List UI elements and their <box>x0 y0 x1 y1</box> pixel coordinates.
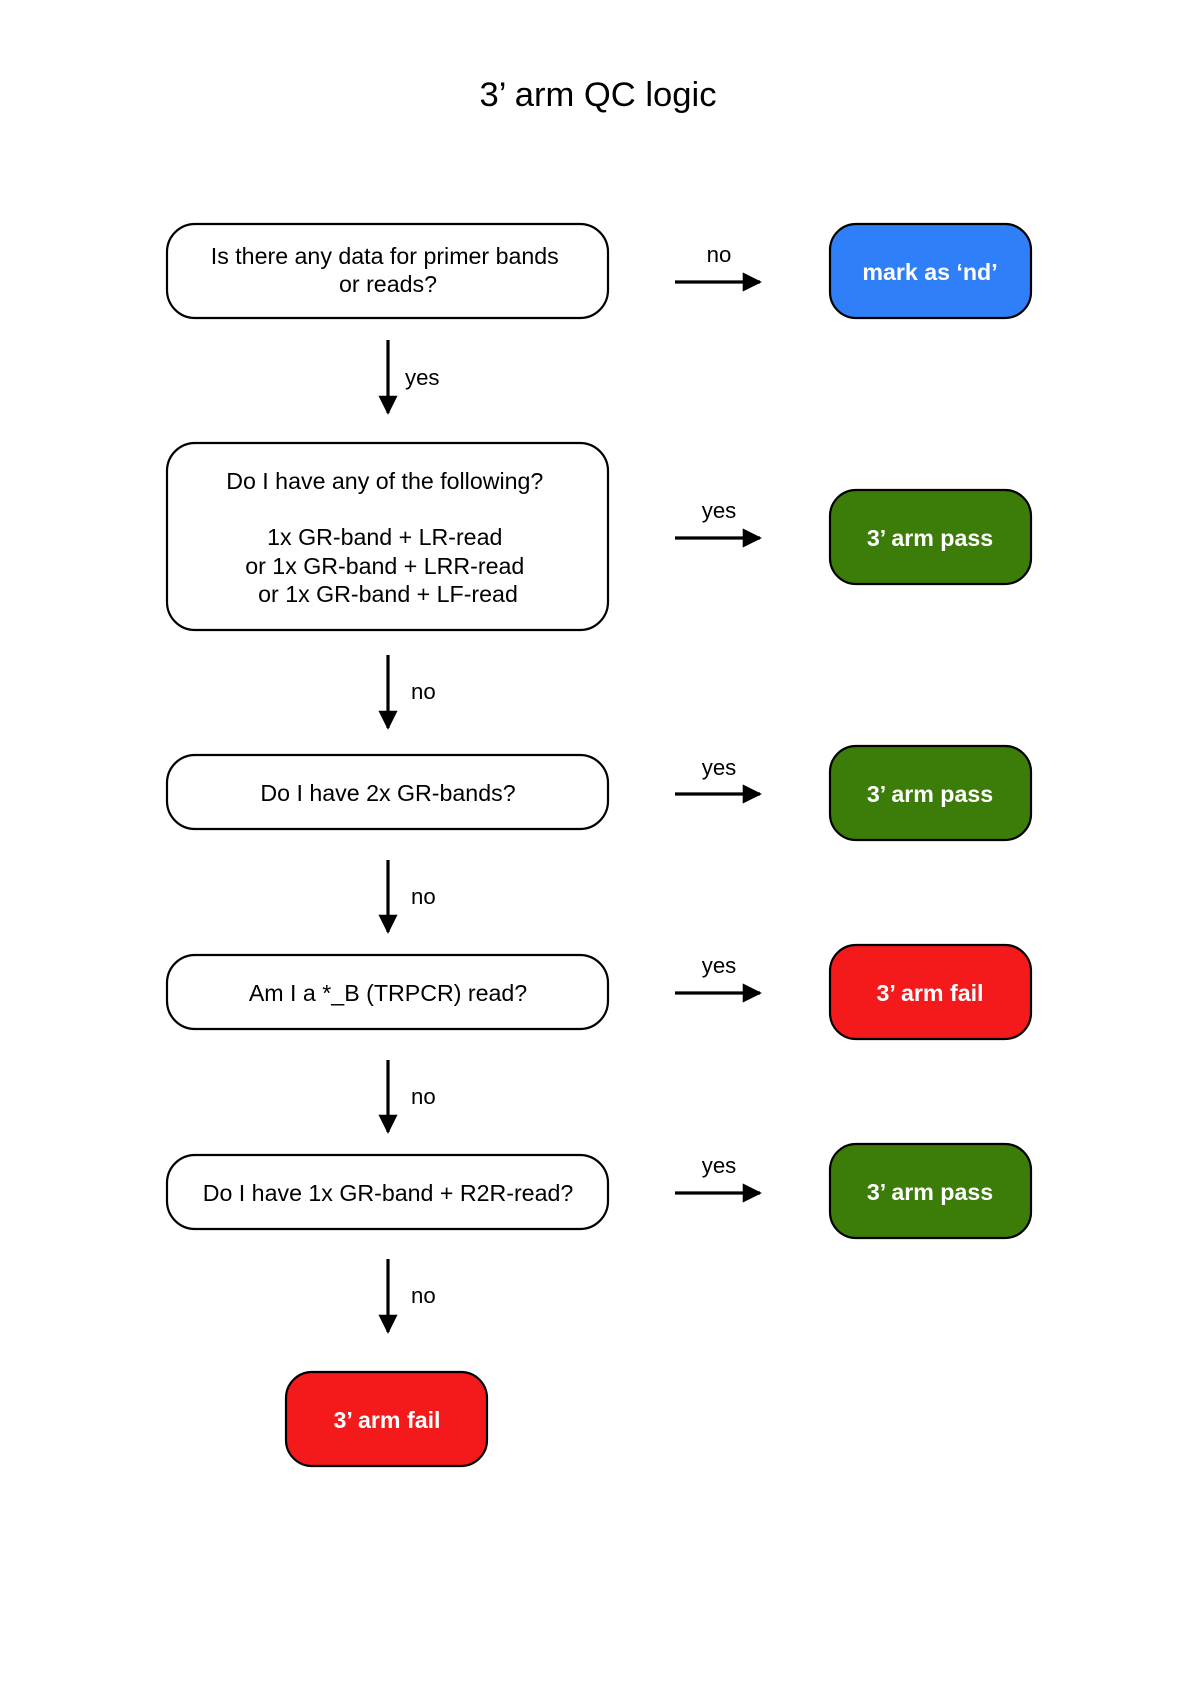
outcome-text-pass-two-gr: 3’ arm pass <box>867 781 993 807</box>
outcome-box <box>828 222 1033 320</box>
label-right-q2: yes <box>702 498 737 523</box>
outcome-box <box>828 744 1033 842</box>
question-text-trpcr-read: Am I a *_B (TRPCR) read? <box>249 980 527 1006</box>
question-text-data-present: Is there any data for primer bands or re… <box>211 243 565 297</box>
outcome-node-pass-combos: 3’ arm pass <box>828 488 1033 586</box>
label-right-q5: yes <box>702 1153 737 1178</box>
diagram-title: 3’ arm QC logic <box>480 76 717 114</box>
outcome-node-final-fail: 3’ arm fail <box>284 1370 489 1468</box>
outcome-text-pass-r2r: 3’ arm pass <box>867 1179 993 1205</box>
question-node-read-combos: Do I have any of the following? 1x GR-ba… <box>165 441 610 632</box>
question-text-read-combos: Do I have any of the following? 1x GR-ba… <box>226 468 550 607</box>
question-node-two-gr-bands: Do I have 2x GR-bands? <box>165 753 610 831</box>
question-line: or reads? <box>339 271 437 297</box>
outcome-box <box>828 1142 1033 1240</box>
question-node-trpcr-read: Am I a *_B (TRPCR) read? <box>165 953 610 1031</box>
outcome-node-fail-trpcr: 3’ arm fail <box>828 943 1033 1041</box>
label-right-q4: yes <box>702 953 737 978</box>
outcome-box <box>828 488 1033 586</box>
label-right-q3: yes <box>702 755 737 780</box>
outcome-box <box>828 943 1033 1041</box>
outcome-node-pass-two-gr: 3’ arm pass <box>828 744 1033 842</box>
outcome-text-nd: mark as ‘nd’ <box>862 259 997 285</box>
question-text-r2r-read: Do I have 1x GR-band + R2R-read? <box>203 1180 574 1206</box>
question-line: Is there any data for primer bands <box>211 243 559 269</box>
label-down-q5: no <box>411 1283 436 1308</box>
label-down-q3: no <box>411 884 436 909</box>
outcome-text-pass-combos: 3’ arm pass <box>867 525 993 551</box>
outcome-text-fail-trpcr: 3’ arm fail <box>877 980 984 1006</box>
question-line: 1x GR-band + LR-read <box>267 524 502 550</box>
label-down-q4: no <box>411 1084 436 1109</box>
outcome-node-nd: mark as ‘nd’ <box>828 222 1033 320</box>
question-line: Do I have any of the following? <box>226 468 543 494</box>
outcome-node-pass-r2r: 3’ arm pass <box>828 1142 1033 1240</box>
outcome-box <box>284 1370 489 1468</box>
label-right-q1: no <box>707 242 732 267</box>
label-down-q1: yes <box>405 365 440 390</box>
question-node-data-present: Is there any data for primer bands or re… <box>165 222 610 320</box>
question-line: or 1x GR-band + LF-read <box>258 581 518 607</box>
question-node-r2r-read: Do I have 1x GR-band + R2R-read? <box>165 1153 610 1231</box>
question-text-two-gr-bands: Do I have 2x GR-bands? <box>260 780 515 806</box>
label-down-q2: no <box>411 679 436 704</box>
question-line: or 1x GR-band + LRR-read <box>245 553 524 579</box>
outcome-text-final-fail: 3’ arm fail <box>334 1407 441 1433</box>
